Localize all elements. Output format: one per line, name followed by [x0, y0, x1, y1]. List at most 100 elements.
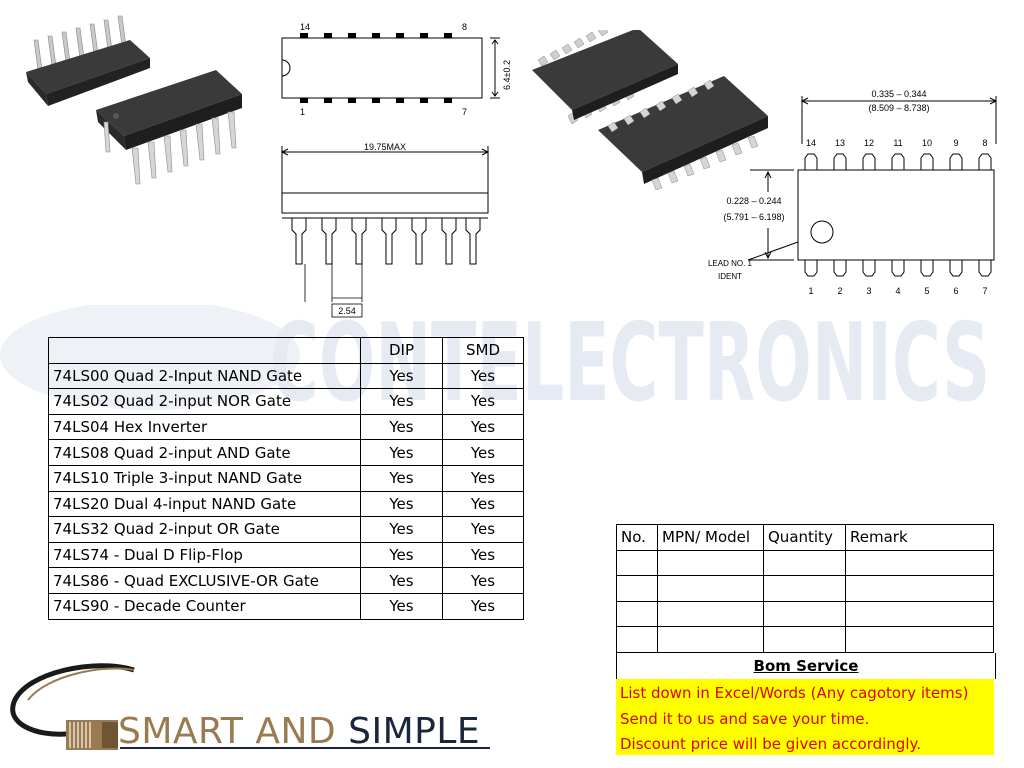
- bom-service-note: List down in Excel/Words (Any cagotory i…: [616, 679, 994, 755]
- bom-cell: [616, 626, 658, 653]
- dip-availability: Yes: [360, 439, 443, 466]
- part-name: 74LS10 Triple 3-input NAND Gate: [48, 464, 361, 492]
- bom-cell: [657, 626, 764, 653]
- soic-top-pin-labels: 14 13 12 11 10 9 8: [806, 138, 988, 148]
- smd-availability: Yes: [442, 413, 524, 441]
- bom-note-line: List down in Excel/Words (Any cagotory i…: [620, 684, 969, 702]
- pin-label-14: 14: [300, 22, 310, 32]
- bom-cell: [616, 600, 658, 628]
- bom-table: No. MPN/ Model Quantity Remark: [616, 524, 994, 653]
- bom-cell: [845, 575, 994, 602]
- dip-availability: Yes: [360, 592, 443, 620]
- bom-row: [616, 549, 994, 577]
- smd-availability: Yes: [442, 592, 524, 620]
- cable-logo-icon: [10, 663, 135, 750]
- bom-cell: [657, 600, 764, 628]
- dip-availability: Yes: [360, 362, 443, 390]
- bom-row: [616, 626, 994, 653]
- pin-label-8: 8: [462, 22, 467, 32]
- smd-availability: Yes: [442, 464, 524, 492]
- svg-text:6: 6: [953, 286, 958, 296]
- soic-bottom-pin-labels: 1 2 3 4 5 6 7: [808, 286, 987, 296]
- svg-text:11: 11: [893, 138, 902, 148]
- svg-text:14: 14: [806, 138, 816, 148]
- svg-text:8: 8: [982, 138, 987, 148]
- part-name: 74LS90 - Decade Counter: [48, 592, 361, 620]
- pin-label-7: 7: [462, 107, 467, 117]
- bom-cell: [657, 575, 764, 602]
- smd-availability: Yes: [442, 439, 524, 466]
- svg-text:12: 12: [864, 138, 874, 148]
- table-header-dip: DIP: [360, 337, 443, 364]
- dip-length-dimension: 19.75MAX: [364, 142, 406, 152]
- bom-cell: [763, 575, 846, 602]
- smd-availability: Yes: [442, 516, 524, 543]
- svg-text:5: 5: [924, 286, 929, 296]
- bom-cell: [616, 549, 658, 577]
- svg-text:4: 4: [895, 286, 900, 296]
- bom-service-title: Bom Service: [616, 653, 996, 679]
- brand-logo-text: SMART AND SIMPLE: [118, 710, 480, 754]
- pin-label-1: 1: [300, 107, 305, 117]
- svg-text:2: 2: [837, 286, 842, 296]
- bom-cell: [763, 626, 846, 653]
- dip-availability: Yes: [360, 567, 443, 594]
- bom-note-line: Send it to us and save your time.: [620, 709, 870, 728]
- svg-text:3: 3: [866, 286, 871, 296]
- lead-ident-line1: LEAD NO. 1: [708, 259, 753, 268]
- smd-availability: Yes: [442, 388, 524, 415]
- dip-availability: Yes: [360, 388, 443, 415]
- svg-text:1: 1: [808, 286, 813, 296]
- logo-word-simple: SIMPLE: [348, 711, 481, 752]
- smd-availability: Yes: [442, 567, 524, 594]
- dip-pitch-dimension: 2.54: [338, 306, 356, 316]
- smd-availability: Yes: [442, 490, 524, 518]
- soic-width-mm: (5.791 – 6.198): [723, 212, 784, 222]
- bom-header-quantity: Quantity: [763, 524, 846, 551]
- part-name: 74LS04 Hex Inverter: [48, 413, 361, 441]
- bom-cell: [845, 600, 994, 628]
- svg-text:10: 10: [922, 138, 932, 148]
- bom-row: [616, 575, 994, 602]
- svg-text:7: 7: [982, 286, 987, 296]
- svg-text:9: 9: [953, 138, 958, 148]
- part-name: 74LS20 Dual 4-input NAND Gate: [48, 490, 361, 518]
- soic-length-in: 0.335 – 0.344: [871, 89, 926, 99]
- bom-cell: [845, 549, 994, 577]
- bom-cell: [616, 575, 658, 602]
- bom-note-line: Discount price will be given accordingly…: [620, 735, 922, 753]
- part-name: 74LS86 - Quad EXCLUSIVE-OR Gate: [48, 567, 361, 594]
- bom-cell: [657, 549, 764, 577]
- table-header: [48, 337, 361, 364]
- bom-header-no: No.: [616, 524, 658, 551]
- bom-row: [616, 600, 994, 628]
- soic-width-in: 0.228 – 0.244: [726, 196, 781, 206]
- smd-availability: Yes: [442, 362, 524, 390]
- svg-text:13: 13: [835, 138, 845, 148]
- bom-cell: [845, 626, 994, 653]
- dip-availability: Yes: [360, 490, 443, 518]
- logo-underline: [120, 747, 490, 749]
- dip-availability: Yes: [360, 413, 443, 441]
- soic-drawing: 0.335 – 0.344 (8.509 – 8.738) 0.228 – 0.…: [708, 89, 998, 296]
- table-header-row: DIP SMD: [48, 337, 524, 364]
- dip-availability: Yes: [360, 516, 443, 543]
- smd-availability: Yes: [442, 541, 524, 569]
- part-name: 74LS08 Quad 2-input AND Gate: [48, 439, 361, 466]
- part-name: 74LS74 - Dual D Flip-Flop: [48, 541, 361, 569]
- part-name: 74LS02 Quad 2-input NOR Gate: [48, 388, 361, 415]
- dip-width-dimension: 6.4±0.2: [502, 60, 512, 90]
- lead-ident-line2: IDENT: [718, 272, 742, 281]
- smd-chip-photo: [532, 30, 768, 190]
